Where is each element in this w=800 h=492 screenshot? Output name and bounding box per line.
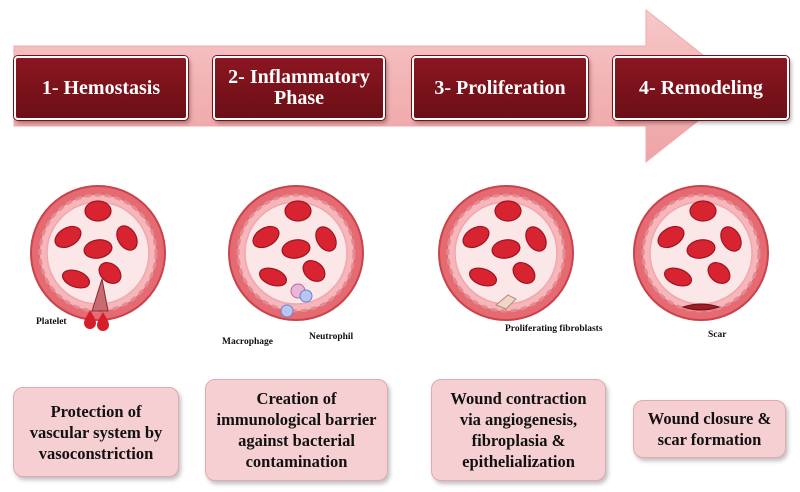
label-platelet: Platelet <box>36 317 67 327</box>
label-macrophage: Macrophage <box>222 337 274 347</box>
description-proliferation: Wound contraction via angiogenesis, fibr… <box>431 379 606 481</box>
label-proliferating-fibroblasts: Proliferating fibroblasts <box>505 324 603 334</box>
phase-hemostasis-label: 1- Hemostasis <box>41 76 161 99</box>
vessel-proliferation-illustration <box>438 185 574 321</box>
description-inflammatory: Creation of immunological barrier agains… <box>205 379 388 481</box>
phase-remodeling-label: 4- Remodeling <box>639 76 763 99</box>
description-hemostasis: Protection of vascular system by vasocon… <box>13 387 179 477</box>
phase-proliferation: 3- Proliferation <box>412 56 588 120</box>
description-hemostasis-text: Protection of vascular system by vasocon… <box>29 401 163 463</box>
phase-hemostasis: 1- Hemostasis <box>14 56 188 120</box>
blood-drops-icon <box>84 310 109 331</box>
vessel-remodeling-illustration <box>633 185 769 321</box>
phase-proliferation-label: 3- Proliferation <box>434 76 566 99</box>
label-scar: Scar <box>708 330 727 340</box>
label-neutrophil: Neutrophil <box>309 332 354 342</box>
description-proliferation-text: Wound contraction via angiogenesis, fibr… <box>450 389 587 471</box>
description-remodeling: Wound closure & scar formation <box>633 400 786 458</box>
vessel-hemostasis-illustration <box>30 185 166 321</box>
phase-inflammatory: 2- Inflammatory Phase <box>213 56 385 120</box>
vessel-inflammatory-illustration <box>228 185 364 321</box>
description-inflammatory-text: Creation of immunological barrier agains… <box>216 389 377 471</box>
description-remodeling-text: Wound closure & scar formation <box>647 409 772 449</box>
phase-inflammatory-label: 2- Inflammatory Phase <box>228 66 370 109</box>
phase-remodeling: 4- Remodeling <box>613 56 789 120</box>
